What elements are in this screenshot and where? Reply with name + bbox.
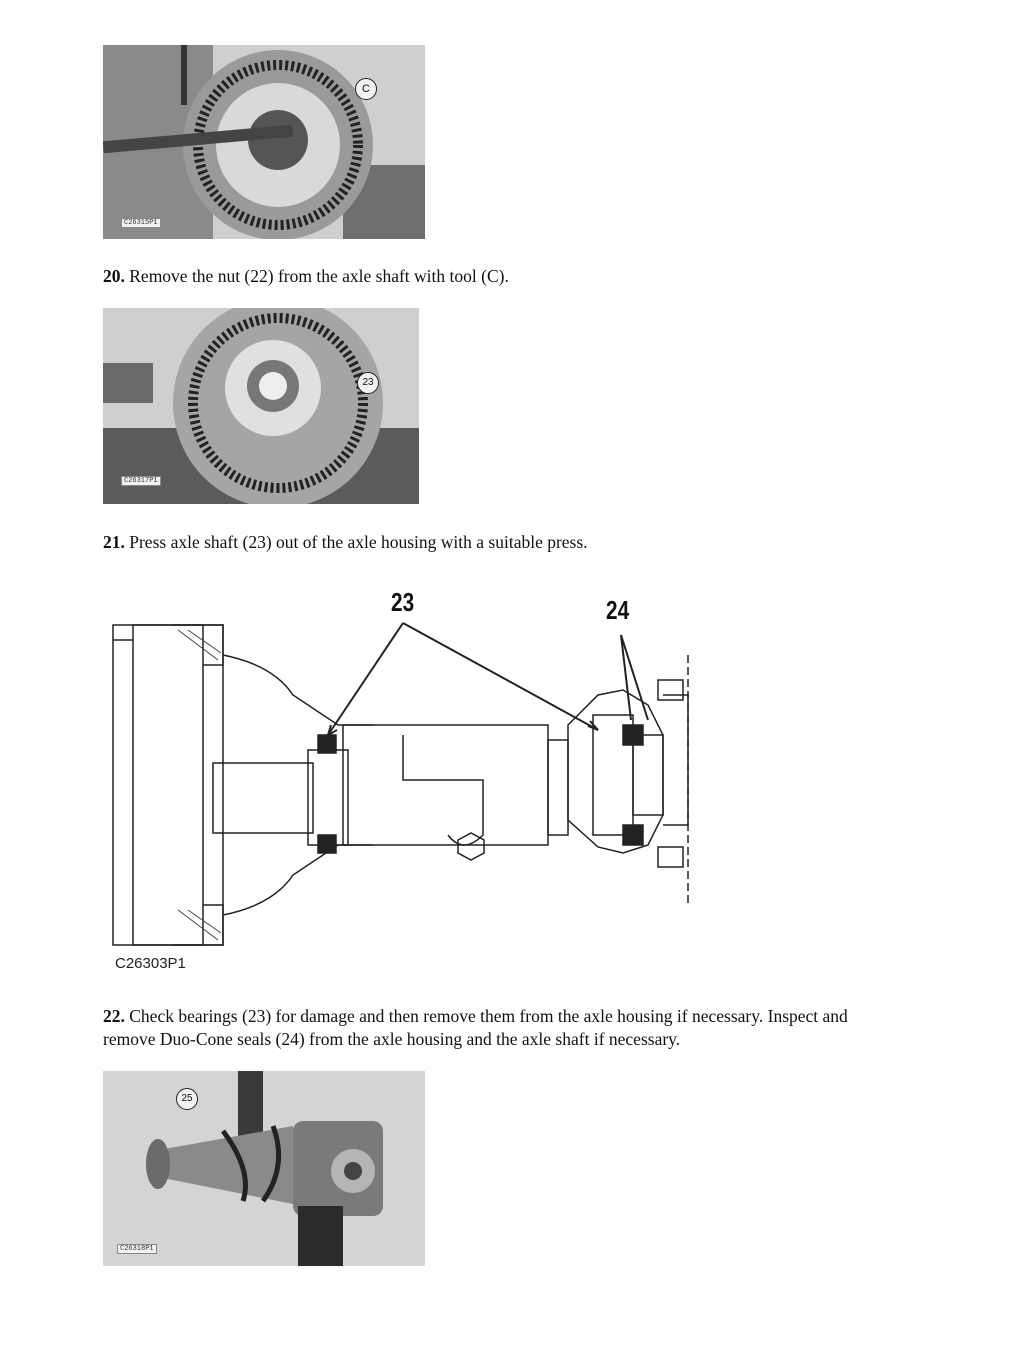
step-21: 21. Press axle shaft (23) out of the axl… bbox=[103, 531, 588, 554]
cross-section-drawing: 23 24 C26303P1 bbox=[103, 585, 723, 975]
step-22: 22. Check bearings (23) for damage and t… bbox=[103, 1005, 903, 1051]
callout-24: 24 bbox=[606, 595, 630, 625]
callout-c: C bbox=[355, 78, 377, 100]
step-number: 20. bbox=[103, 266, 125, 286]
step-20: 20. Remove the nut (22) from the axle sh… bbox=[103, 265, 509, 288]
step-number: 22. bbox=[103, 1006, 125, 1026]
callout-25: 25 bbox=[176, 1088, 198, 1110]
photo-remove-nut-tool: C C26315P1 bbox=[103, 45, 425, 239]
figure-code: C26303P1 bbox=[115, 955, 186, 972]
plate-code: C26317P1 bbox=[121, 476, 161, 486]
plate-code: C26315P1 bbox=[121, 218, 161, 228]
plate-code: C26318P1 bbox=[117, 1244, 157, 1254]
callout-23-photo: 23 bbox=[357, 372, 379, 394]
step-text: Check bearings (23) for damage and then … bbox=[103, 1006, 848, 1049]
step-number: 21. bbox=[103, 532, 125, 552]
photo-axle-shaft: 23 C26317P1 bbox=[103, 308, 419, 504]
step-text: Remove the nut (22) from the axle shaft … bbox=[124, 266, 509, 286]
step-text: Press axle shaft (23) out of the axle ho… bbox=[124, 532, 588, 552]
callout-23: 23 bbox=[391, 587, 415, 617]
photo-axle-housing-lift: 25 C26318P1 bbox=[103, 1071, 425, 1266]
